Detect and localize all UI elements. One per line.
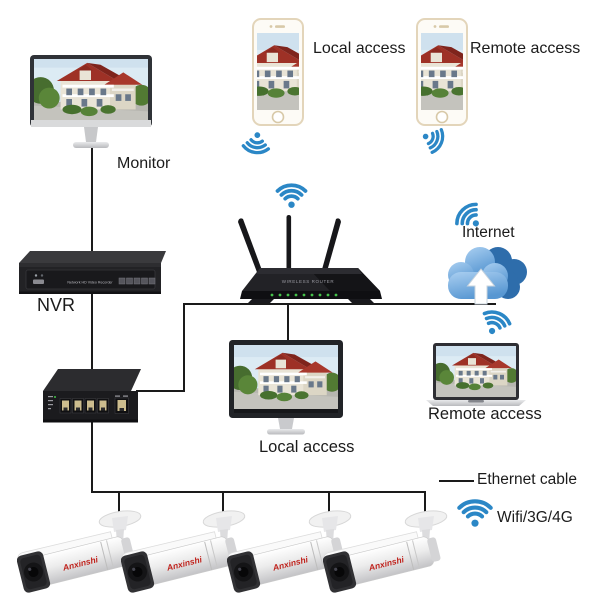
house-image xyxy=(416,33,468,110)
laptop-remote-access xyxy=(426,343,526,406)
router-brand-text: WIRELESS ROUTER xyxy=(282,279,335,284)
monitor-device xyxy=(30,55,152,148)
wifi-icon-legend xyxy=(452,491,498,528)
wireless-router-device: WIRELESS ROUTER xyxy=(238,215,382,303)
internet-label: Internet xyxy=(462,224,515,241)
remote-access-phone-label: Remote access xyxy=(470,40,581,57)
nvr-label: NVR xyxy=(37,295,76,315)
monitor-local-access xyxy=(229,340,343,435)
house-image xyxy=(229,341,341,412)
local-access-phone-label: Local access xyxy=(313,40,406,57)
wifi-icon-router xyxy=(271,176,312,209)
house-image xyxy=(431,344,518,399)
smartphone-remote-access xyxy=(416,18,468,126)
ip-camera-4 xyxy=(323,502,463,597)
router-leds xyxy=(270,293,338,297)
monitor-label: Monitor xyxy=(117,155,171,172)
poe-switch-device xyxy=(43,369,141,423)
up-arrow-icon xyxy=(466,268,496,305)
wifi-icon-local-phone xyxy=(236,129,275,163)
internet-cloud-icon xyxy=(448,247,527,305)
wifi-legend-label: Wifi/3G/4G xyxy=(497,509,573,526)
local-access-monitor-label: Local access xyxy=(259,438,355,456)
remote-access-laptop-label: Remote access xyxy=(428,405,542,423)
smartphone-local-access xyxy=(252,18,304,126)
cable-switch-cameras xyxy=(91,418,426,515)
ethernet-cable-label: Ethernet cable xyxy=(477,471,577,488)
house-image xyxy=(30,55,152,128)
cable-switch-router-cloud xyxy=(136,303,496,392)
nvr-device: Network HD Video Recorder xyxy=(19,251,166,294)
router-antennas xyxy=(238,215,341,275)
house-image xyxy=(252,33,304,110)
nvr-front-text: Network HD Video Recorder xyxy=(67,281,113,285)
